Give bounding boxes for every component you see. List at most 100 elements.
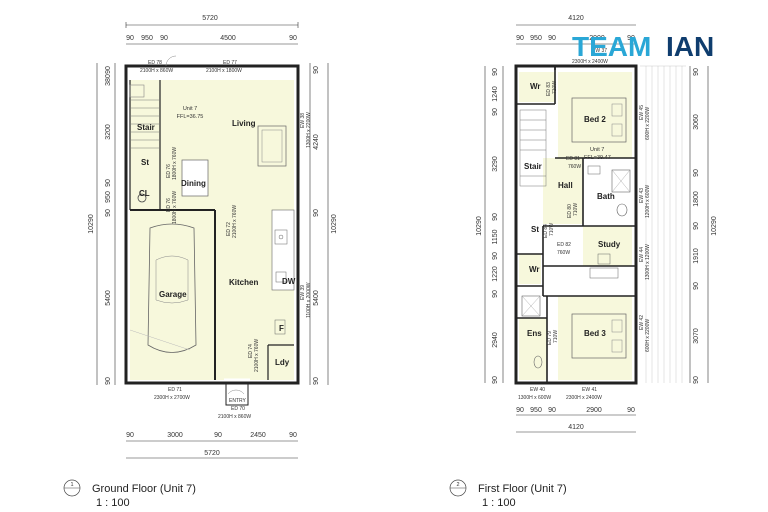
dim-label: 380 [105, 74, 112, 86]
dim-label: 90 [693, 68, 700, 76]
room-st: St [531, 225, 539, 234]
tag-ed78-size: 2100H x 860W [140, 68, 173, 74]
tag-ew38: EW 38 [300, 113, 306, 128]
room-stair: Stair [524, 162, 542, 171]
dim-label: 90 [105, 179, 112, 187]
dim-label: 90 [693, 376, 700, 384]
first-ffl-label: FFL=39.47 [584, 155, 611, 161]
tag-ew40-size: 1300H x 600W [518, 395, 551, 401]
first-overall-width-bottom: 4120 [568, 424, 584, 431]
dim-label: 1220 [492, 266, 499, 282]
dim-label: 2900 [589, 35, 605, 42]
tag-ew39-size: 1100H x 2000W [306, 282, 312, 318]
tag-ew43-size: 1200H x 600W [645, 185, 651, 218]
dim-label: 90 [105, 209, 112, 217]
dim-label: 4500 [220, 35, 236, 42]
team-ian-logo: TEAM IAN [572, 31, 714, 62]
appliance-dw: DW [282, 277, 296, 286]
dim-label: 1240 [492, 86, 499, 102]
dim-label: 90 [492, 376, 499, 384]
dim-label: 90 [492, 252, 499, 260]
tag-ed70: ED 70 [231, 406, 245, 412]
dim-label: 90 [548, 407, 556, 414]
logo-team-text: TEAM [572, 31, 651, 62]
dim-label: 90 [126, 432, 134, 439]
room-bed-3: Bed 3 [584, 329, 606, 338]
tag-ed83-size: 710W [552, 81, 558, 94]
first-overall-width-top: 4120 [568, 15, 584, 22]
tag-ed72: ED 72 [226, 222, 232, 236]
dim-label: 90 [693, 222, 700, 230]
tag-ew41: EW 41 [582, 387, 597, 393]
first-caption-title: First Floor (Unit 7) [478, 483, 567, 495]
dim-label: 90 [693, 169, 700, 177]
room-wr-1: Wr [530, 82, 541, 91]
room-bed-2: Bed 2 [584, 115, 606, 124]
ground-bottom-dims: 90 3000 90 2450 90 [126, 432, 297, 439]
dim-label: 90 [313, 209, 320, 217]
tag-ew37: EW 37 [592, 48, 607, 54]
first-unit-label: Unit 7 [590, 147, 604, 153]
tag-ed70-size: 2100H x 860W [218, 414, 251, 420]
dim-label: 90 [516, 407, 524, 414]
dim-label: 90 [693, 282, 700, 290]
dim-label: 2450 [250, 432, 266, 439]
tag-ew42: EW 42 [639, 315, 645, 330]
first-floor-plan: 4120 90 950 90 2900 90 90 1240 90 3290 9… [449, 15, 718, 509]
room-cl: CL [139, 189, 150, 198]
tag-ed79-size: 710W [553, 330, 559, 343]
tag-ed71: ED 71 [168, 387, 182, 393]
logo-ian-text: IAN [666, 31, 714, 62]
dim-label: 1800 [693, 191, 700, 207]
dim-label: 950 [141, 35, 153, 42]
room-study: Study [598, 240, 621, 249]
dim-label: 10290 [711, 216, 718, 236]
room-ens: Ens [527, 329, 542, 338]
room-hall: Hall [558, 181, 573, 190]
room-st: St [141, 158, 149, 167]
tag-ed84-size: 710W [549, 223, 555, 236]
dim-label: 90 [492, 290, 499, 298]
ground-overall-width-top: 5720 [202, 15, 218, 22]
ground-top-dims: 90 950 90 4500 90 [126, 35, 297, 42]
tag-ed81: ED 81 [566, 156, 580, 162]
tag-ew38-size: 1300H x 2200W [306, 112, 312, 148]
dim-label: 3070 [693, 328, 700, 344]
tag-ew45: EW 45 [639, 105, 645, 120]
dim-label: 90 [105, 377, 112, 385]
first-right-dims: 90 3060 90 1800 90 1910 90 3070 90 10290 [693, 68, 718, 384]
dim-label: 90 [492, 213, 499, 221]
tag-ed74: ED 74 [248, 344, 254, 358]
dim-label: 4240 [313, 134, 320, 150]
room-wr-2: Wr [529, 265, 540, 274]
tag-entry: ENTRY [229, 398, 247, 404]
ground-right-dims: 90 4240 90 5400 90 10290 [313, 66, 338, 385]
ground-caption-scale: 1 : 100 [96, 497, 130, 509]
dim-label: 90 [126, 35, 134, 42]
ground-ffl-label: FFL=36.75 [177, 114, 204, 120]
room-garage: Garage [159, 290, 187, 299]
room-kitchen: Kitchen [229, 278, 258, 287]
tag-ed76b-size: 1800H x 760W [172, 191, 178, 224]
dim-label: 10290 [88, 214, 95, 234]
first-bottom-dims: 90 950 90 2900 90 [516, 407, 635, 414]
tag-ed77-size: 2100H x 1800W [206, 68, 242, 74]
tag-ed76a: ED 76 [166, 164, 172, 178]
dim-label: 3290 [492, 156, 499, 172]
dim-label: 950 [530, 35, 542, 42]
dim-label: 10290 [476, 216, 483, 236]
ground-overall-width-bottom: 5720 [204, 450, 220, 457]
first-caption-number: 2 [456, 482, 459, 488]
tag-ed77: ED 77 [223, 60, 237, 66]
tag-ed82: ED 82 [557, 242, 571, 248]
tag-ed76b: ED 76 [166, 198, 172, 212]
dim-label: 90 [492, 108, 499, 116]
dim-label: 90 [160, 35, 168, 42]
dim-label: 10290 [331, 214, 338, 234]
balcony-hatch [640, 65, 686, 383]
tag-ew41-size: 2300H x 2400W [566, 395, 602, 401]
dim-label: 5400 [313, 290, 320, 306]
dim-label: 90 [627, 407, 635, 414]
ground-left-dims: 90 380 3200 90 950 90 5400 90 10290 [88, 66, 112, 385]
tag-ew39: EW 39 [300, 285, 306, 300]
